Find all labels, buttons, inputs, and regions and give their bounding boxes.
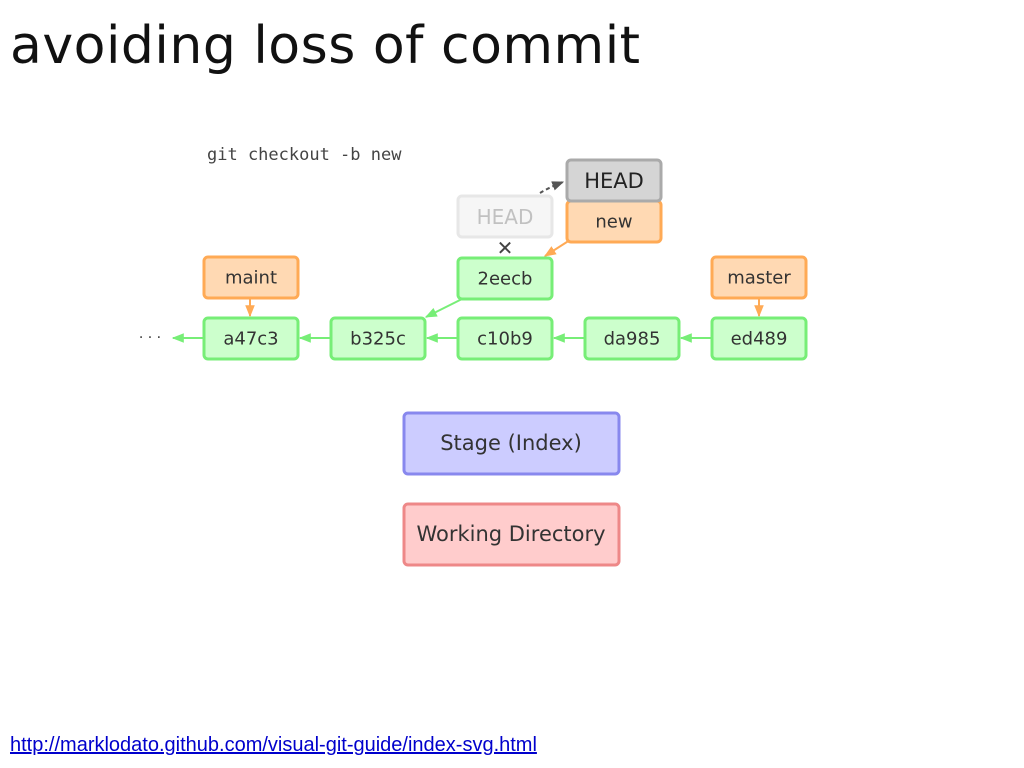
head-old-label: HEAD (477, 205, 534, 229)
branch-new: new (565, 199, 663, 244)
branch-master-label: master (727, 268, 791, 289)
arrow-head-to-new (539, 181, 565, 194)
branch-new-label: new (595, 212, 632, 233)
git-checkout-diagram: git checkout -b new · · · a47c3 b325c c1… (139, 145, 808, 567)
head-current-label: HEAD (584, 169, 644, 193)
head-current: HEAD (565, 158, 663, 203)
commit-2eecb-label: 2eecb (478, 269, 533, 290)
head-old: HEAD (456, 194, 554, 239)
commit-2eecb: 2eecb (456, 256, 554, 301)
commit-b325c-label: b325c (350, 329, 406, 350)
commit-a47c3-label: a47c3 (223, 329, 278, 350)
branch-master: master (710, 255, 808, 300)
commit-da985-label: da985 (604, 329, 661, 350)
source-link[interactable]: http://marklodato.github.com/visual-git-… (10, 734, 537, 756)
commit-parent-arrows (171, 298, 712, 343)
commit-b325c: b325c (329, 316, 427, 361)
branch-maint-label: maint (225, 268, 277, 289)
stage-index-label: Stage (Index) (440, 431, 582, 455)
arrow-2eecb-to-b325c (424, 298, 463, 318)
history-ellipsis: · · · (139, 330, 161, 346)
commit-c10b9-label: c10b9 (477, 329, 533, 350)
commit-ed489: ed489 (710, 316, 808, 361)
ref-arrows (245, 181, 764, 318)
branch-maint: maint (202, 255, 300, 300)
arrow-new-to-2eecb (543, 239, 571, 257)
removed-mark-icon: ✕ (497, 236, 514, 260)
commit-a47c3: a47c3 (202, 316, 300, 361)
git-command-text: git checkout -b new (207, 145, 402, 165)
commit-da985: da985 (583, 316, 681, 361)
commit-ed489-label: ed489 (731, 329, 788, 350)
slide-title: avoiding loss of commit (10, 16, 641, 76)
working-directory-label: Working Directory (416, 522, 605, 546)
stage-index-area: Stage (Index) (402, 411, 621, 476)
commit-c10b9: c10b9 (456, 316, 554, 361)
working-directory-area: Working Directory (402, 502, 621, 567)
